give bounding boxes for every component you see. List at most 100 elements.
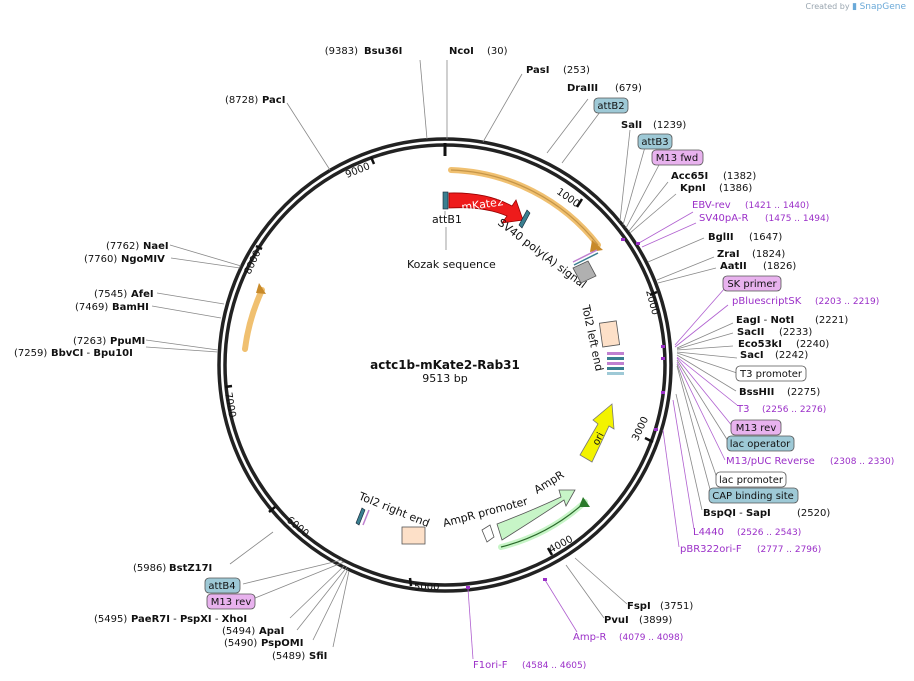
sv40-marker (518, 209, 531, 229)
site-bamhi: (7469) (75, 302, 108, 313)
tick-7000 (224, 384, 233, 389)
credit-brand: SnapGene (859, 2, 906, 12)
svg-text:(2221): (2221) (815, 315, 848, 326)
site-bsshii: BssHII (739, 387, 774, 398)
site-eco53ki: Eco53kI (738, 339, 782, 350)
site-ngomiv: (7760) (84, 254, 117, 265)
kozak-label: Kozak sequence (407, 258, 496, 271)
svg-text:attB4: attB4 (208, 581, 235, 592)
svg-text:(2242): (2242) (775, 350, 808, 361)
svg-text:(30): (30) (487, 46, 508, 57)
svg-text:SfiI: SfiI (309, 651, 327, 662)
svg-text:(2233): (2233) (779, 327, 812, 338)
tick-9000 (369, 156, 376, 165)
svg-text:NaeI: NaeI (143, 241, 169, 252)
svg-text:NgoMIV: NgoMIV (121, 254, 165, 265)
svg-text:ApaI: ApaI (259, 626, 284, 637)
svg-text:BamHI: BamHI (112, 302, 149, 313)
svg-text:(1826): (1826) (763, 261, 796, 272)
svg-text:PpuMI: PpuMI (110, 336, 145, 347)
svg-text:(2256 .. 2276): (2256 .. 2276) (762, 405, 826, 415)
svg-text:attB2: attB2 (597, 101, 624, 112)
svg-text:CAP binding site: CAP binding site (712, 491, 794, 502)
m13rev-left-box (206, 593, 256, 610)
primer-pbluescript: pBluescriptSK (732, 296, 802, 307)
ampr-promoter-feature (481, 524, 495, 543)
tol2-right-label: Tol2 right end (356, 489, 432, 530)
attb1-label: attB1 (432, 213, 462, 226)
primer-sv40pa: SV40pA-R (699, 213, 748, 224)
m13rev-right-box (730, 419, 782, 436)
t3promoter-box (735, 365, 807, 382)
site-ncoi: NcoI (449, 46, 474, 57)
svg-text:(3751): (3751) (660, 601, 693, 612)
orf-arrow-top (590, 240, 603, 252)
svg-text:PaeR7I - PspXI - XhoI: PaeR7I - PspXI - XhoI (131, 614, 247, 625)
tol2-left-box (598, 320, 621, 348)
orf-arrow-left (256, 283, 266, 294)
primer-pbr322: pBR322ori-F (680, 544, 742, 555)
svg-text:T3 promoter: T3 promoter (739, 369, 803, 380)
orf-arrow-ampr (579, 497, 590, 507)
mkate2-label: mKate2 (461, 195, 505, 214)
tick-6000 (268, 506, 276, 513)
site-bspqi: BspQI - SapI (703, 508, 771, 519)
site-bsu36i: (9383) (325, 46, 358, 57)
primer-t3: T3 (736, 404, 749, 415)
primer-f1ori: F1ori-F (473, 660, 508, 671)
site-bbvci: (7259) (14, 348, 47, 359)
site-aatii: AatII (720, 261, 747, 272)
site-ppumi: (7263) (73, 336, 106, 347)
svg-text:PacI: PacI (262, 95, 285, 106)
site-zrai: ZraI (717, 249, 740, 260)
svg-text:(4079 .. 4098): (4079 .. 4098) (619, 633, 683, 643)
m13fwd-box (651, 149, 704, 166)
boxed-labels: attB2 attB3 M13 fwd SK primer T3 promote… (204, 97, 807, 610)
svg-text:M13 rev: M13 rev (736, 423, 777, 434)
svg-text:M13 fwd: M13 fwd (656, 153, 698, 164)
site-kpni: KpnI (680, 183, 706, 194)
svg-text:(1386): (1386) (719, 183, 752, 194)
tick-2000 (649, 290, 658, 297)
svg-text:BbvCI - Bpu10I: BbvCI - Bpu10I (51, 348, 133, 359)
site-saci: SacI (740, 350, 764, 361)
lacop-box (726, 435, 795, 452)
svg-text:BstZ17I: BstZ17I (169, 563, 212, 574)
svg-text:(3899): (3899) (639, 615, 672, 626)
svg-text:attB3: attB3 (641, 137, 668, 148)
site-acc65i: Acc65I (671, 171, 708, 182)
credit-prefix: Created by (805, 2, 850, 11)
tol2-right-marker (355, 507, 366, 526)
site-labels: (9383) Bsu36I NcoI (30) PasI (253) DraII… (14, 46, 848, 662)
site-eagi: EagI - NotI (736, 315, 794, 326)
svg-text:(2275): (2275) (787, 387, 820, 398)
backbone-outer (217, 137, 673, 593)
attb1-marker (442, 191, 449, 210)
attb3-box (637, 133, 673, 150)
site-draiii: DraIII (567, 83, 598, 94)
site-bstz17i: (5986) (133, 563, 166, 574)
leader-lines (145, 59, 738, 660)
skprimer-box (722, 275, 782, 292)
primer-sites (466, 238, 665, 589)
svg-text:(1421 .. 1440): (1421 .. 1440) (745, 201, 809, 211)
lacprom-box (715, 471, 787, 488)
svg-text:(4584 .. 4605): (4584 .. 4605) (522, 661, 586, 671)
svg-text:(2777 .. 2796): (2777 .. 2796) (757, 545, 821, 555)
svg-text:(2203 .. 2219): (2203 .. 2219) (815, 297, 879, 307)
sv40-box (572, 260, 597, 284)
attb4-box (204, 577, 241, 594)
site-bglii: BglII (708, 232, 734, 243)
svg-text:(2308 .. 2330): (2308 .. 2330) (830, 457, 894, 467)
tick-1000 (575, 198, 584, 208)
tol2-right-box (401, 526, 426, 545)
tick-label-8000: 8000 (243, 249, 264, 277)
plasmid-length: 9513 bp (422, 372, 467, 385)
site-apai: (5494) (222, 626, 255, 637)
primer-m13puc: M13/pUC Reverse (726, 456, 815, 467)
plasmid-name: actc1b-mKate2-Rab31 (370, 358, 520, 372)
svg-text:PspOMI: PspOMI (261, 638, 303, 649)
primer-ampr: Amp-R (573, 632, 607, 643)
sv40-label: SV40 poly(A) signal (495, 216, 589, 291)
